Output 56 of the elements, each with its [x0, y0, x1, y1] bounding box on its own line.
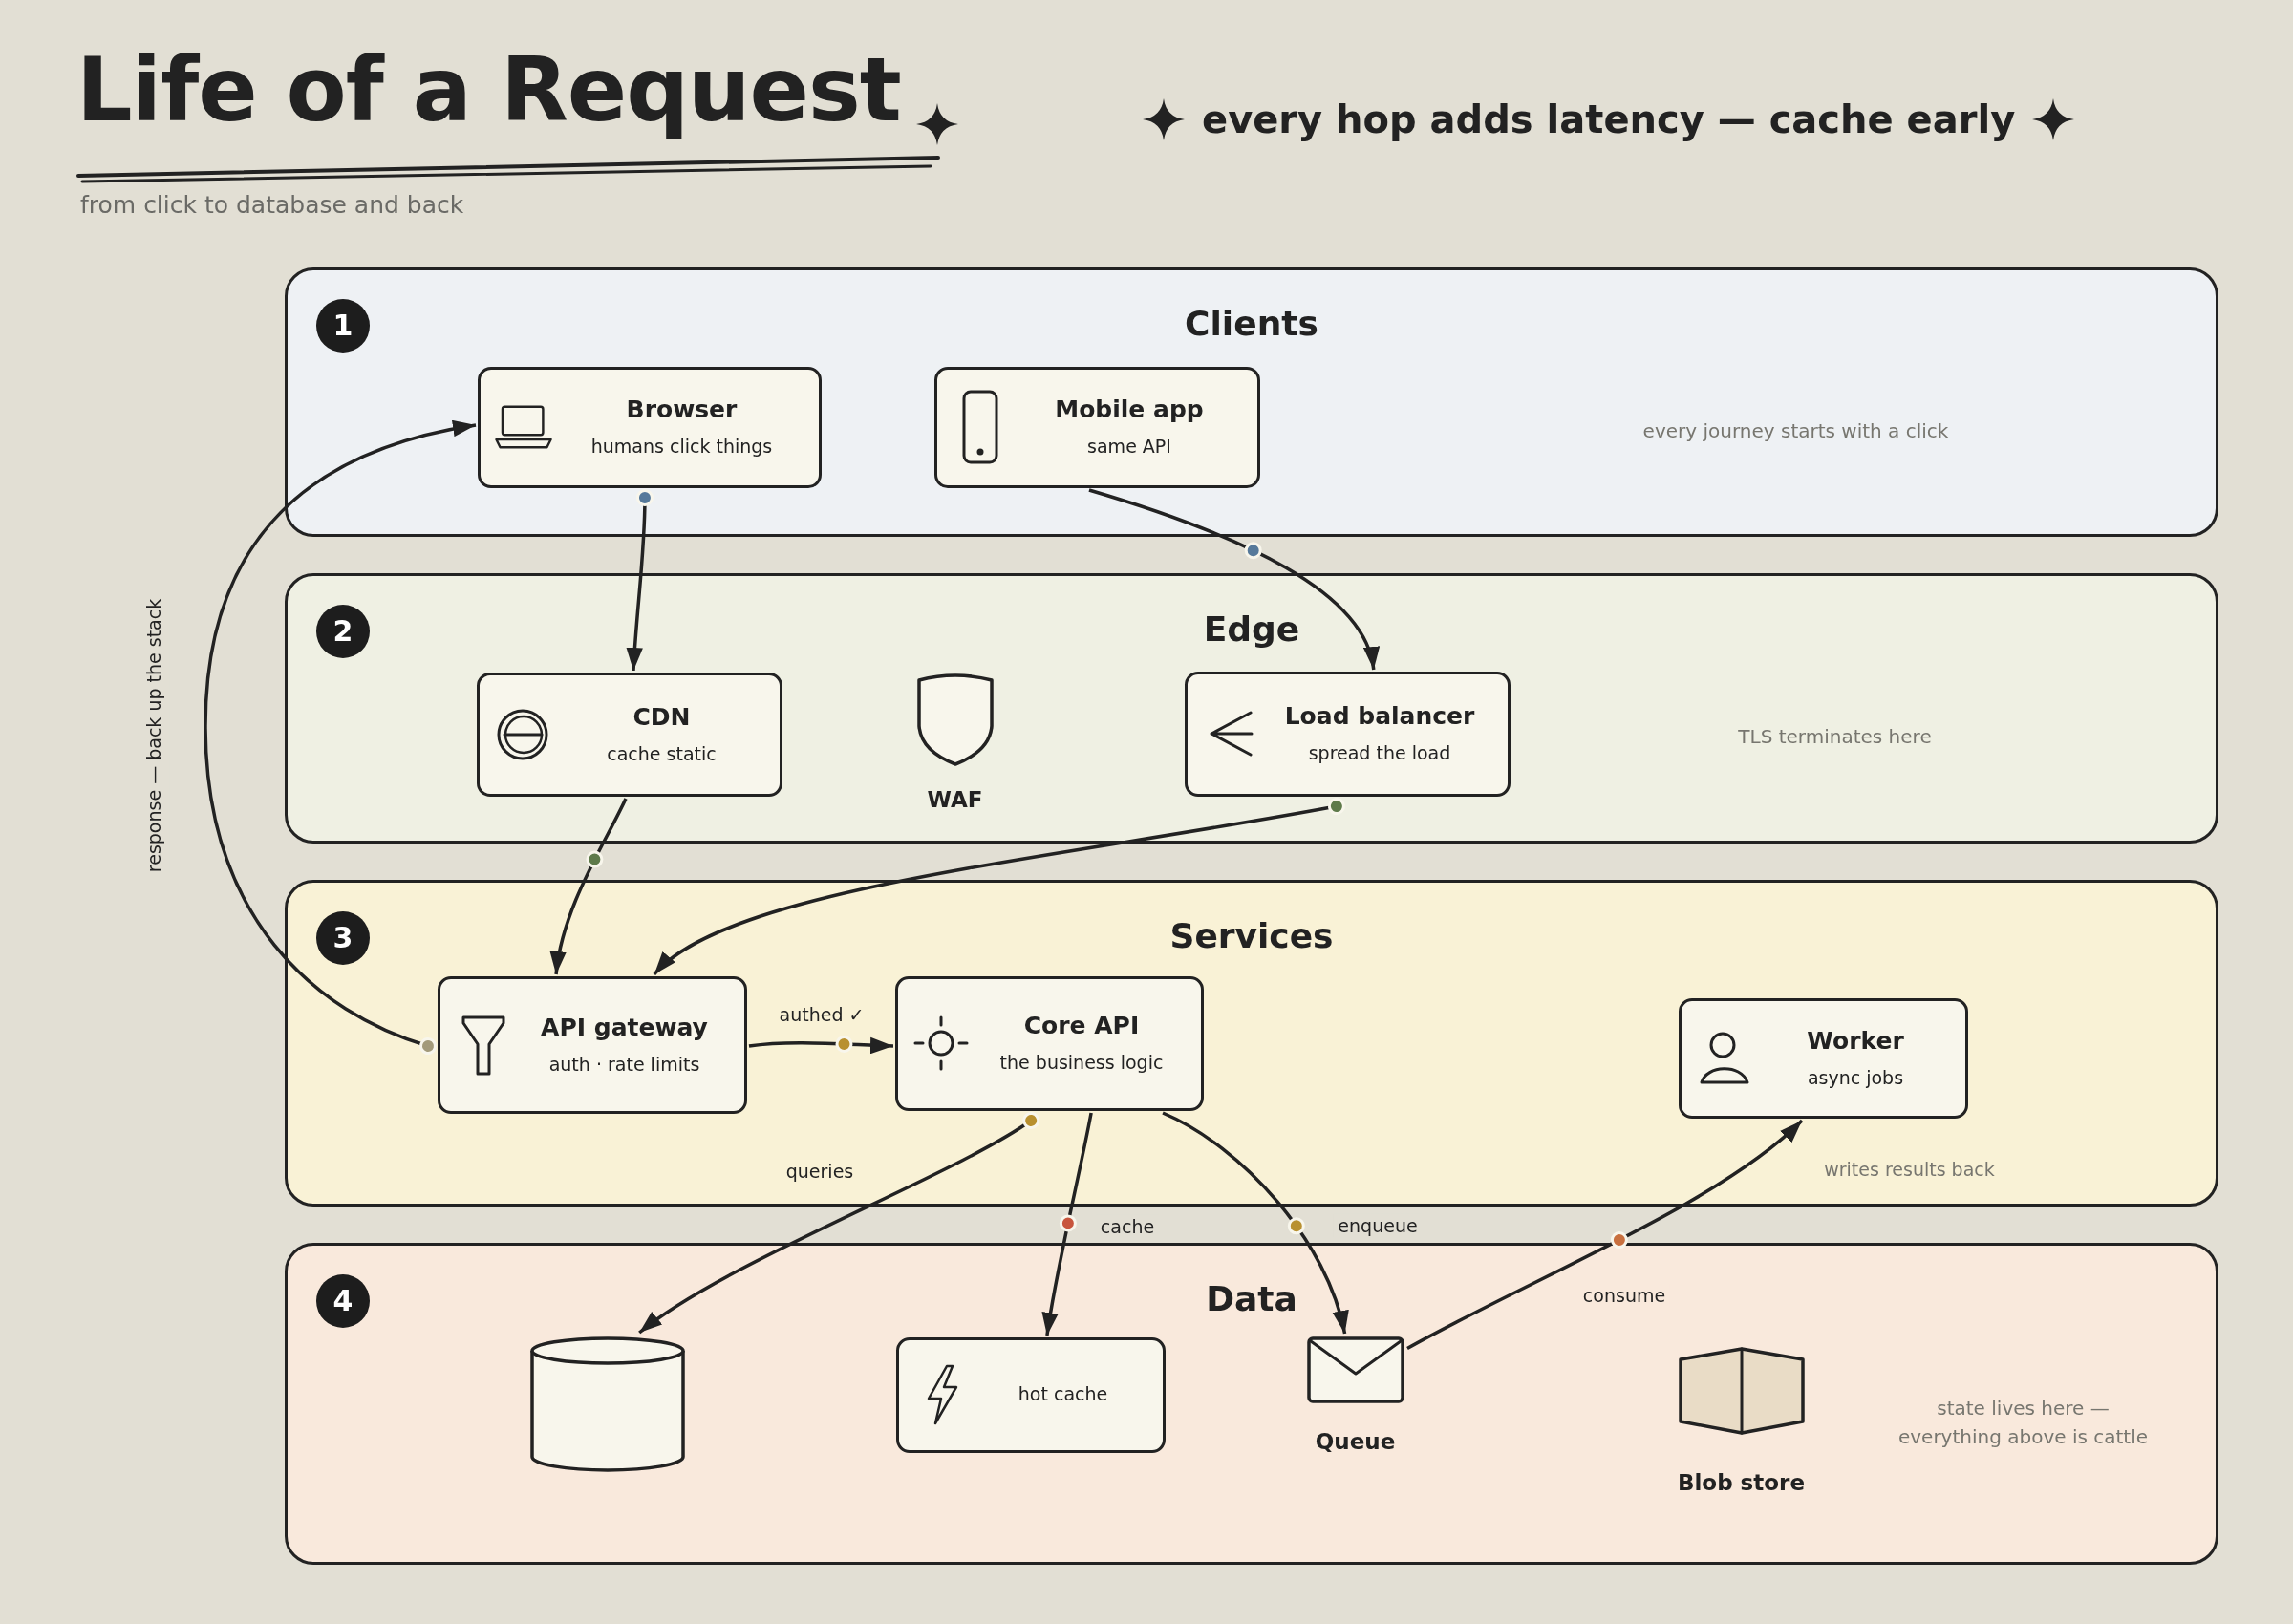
arrow [1406, 1119, 1804, 1351]
arrow [1162, 1111, 1348, 1335]
arrow [550, 798, 628, 975]
component-card [477, 366, 822, 488]
card-title: Core API [1023, 1012, 1140, 1041]
lane-note: TLS terminates here [1738, 723, 1932, 750]
card-subtitle: auth · rate limits [548, 1053, 700, 1077]
swimlane [285, 267, 2218, 537]
node-label: WAF [927, 786, 983, 814]
lane-title: Services [1169, 915, 1334, 957]
swimlane [285, 573, 2218, 844]
component-card [476, 672, 782, 797]
component-card [894, 975, 1204, 1111]
card-subtitle: same API [1087, 436, 1171, 459]
side-note: writes results back [1824, 1158, 1995, 1180]
arrow [1041, 1112, 1093, 1336]
swimlane [285, 880, 2218, 1207]
component-card [1678, 997, 1968, 1119]
card-title: CDN [632, 702, 691, 732]
database-cylinder [527, 1334, 687, 1474]
card-subtitle: humans click things [590, 436, 773, 459]
card-title: Browser [626, 395, 738, 425]
step-number: 2 [316, 605, 370, 658]
arrow [653, 798, 1345, 976]
tagline: every hop adds latency — cache early [1202, 97, 2016, 141]
page-subtitle: from click to database and back [80, 191, 464, 219]
arrow [1088, 488, 1378, 671]
page-title: Life of a Request [76, 42, 901, 139]
card-title: API gateway [541, 1013, 708, 1042]
lane-title: Data [1206, 1278, 1297, 1320]
arrow [638, 1112, 1040, 1335]
component-card [1184, 671, 1511, 797]
card-subtitle: spread the load [1308, 742, 1451, 765]
lane-title: Edge [1203, 609, 1300, 651]
component-card [437, 975, 747, 1114]
step-number: 4 [316, 1274, 370, 1328]
lane-title: Clients [1185, 303, 1318, 345]
card-subtitle: cache static [607, 742, 717, 766]
swimlane [285, 1243, 2218, 1565]
card-title: Worker [1807, 1026, 1904, 1056]
step-number: 1 [316, 299, 370, 353]
card-subtitle: async jobs [1807, 1066, 1904, 1090]
card-subtitle: hot cache [1018, 1383, 1108, 1406]
arrow [748, 1036, 894, 1055]
card-title: Mobile app [1055, 395, 1204, 425]
component-card [933, 366, 1260, 488]
node-label: Queue [1315, 1428, 1396, 1456]
arrow [626, 489, 654, 672]
card-title: Load balancer [1284, 702, 1475, 732]
arrow [204, 420, 477, 1055]
lane-note: every journey starts with a click [1642, 417, 1949, 444]
lane-note: state lives here — everything above is cattle [1897, 1395, 2150, 1450]
step-number: 3 [316, 911, 370, 965]
node-label: Blob store [1677, 1469, 1806, 1497]
card-subtitle: the business logic [999, 1052, 1164, 1075]
component-card [895, 1336, 1166, 1453]
